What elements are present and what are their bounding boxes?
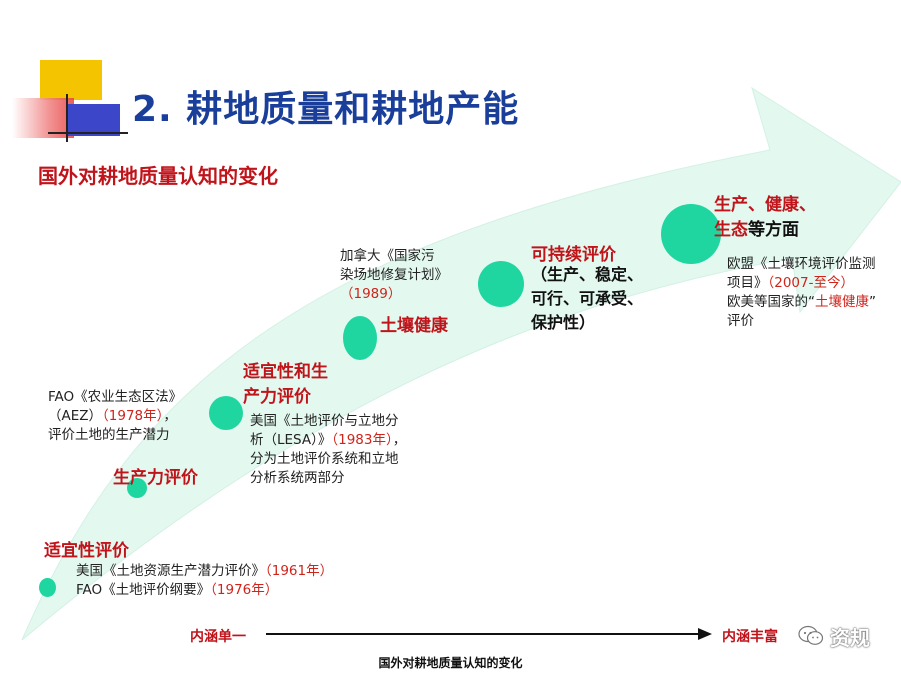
stage-5-detail: （生产、稳定、 可行、可承受、 保护性） [531,265,644,332]
figure-caption: 国外对耕地质量认知的变化 [378,656,523,670]
stage-2-notes: FAO《农业生态区法》 （AEZ）（1978年）， 评价土地的生产潜力 [48,389,183,443]
watermark: 资规 [798,622,870,650]
subtitle: 国外对耕地质量认知的变化 [38,164,278,188]
watermark-text: 资规 [830,625,870,650]
stage-6-heading: 生产、健康、 生态等方面 [714,195,816,240]
stage-4-notes: 加拿大《国家污 染场地修复计划》 （1989） [340,248,448,302]
stage-3-notes: 美国《土地评价与立地分 析（LESA）》（1983年）， 分为土地评价系统和立地… [250,413,407,486]
stage-2-heading: 生产力评价 [113,468,198,488]
stage-5-heading: 可持续评价 [531,245,616,265]
page-title: 2. 耕地质量和耕地产能 [132,89,520,130]
stage-1-notes: 美国《土地资源生产潜力评价》（1961年） FAO《土地评价纲要》（1976年） [76,563,334,598]
stage-dot-4 [343,316,377,360]
stage-dot-5 [478,261,524,307]
stage-dot-3 [209,396,243,430]
decor-squares [0,60,140,142]
stage-4-heading: 土壤健康 [380,316,448,336]
stage-dot-2 [127,478,147,498]
stage-dot-1 [39,578,56,597]
wechat-icon [798,625,824,645]
stage-6-notes: 欧盟《土壤环境评价监测 项目》（2007-至今） 欧美等国家的“土壤健康” 评价 [727,256,876,329]
axis-left-label: 内涵单一 [190,629,246,645]
axis-right-label: 内涵丰富 [722,629,778,645]
axis-arrow [266,628,712,640]
stage-3-heading: 适宜性和生 产力评价 [243,362,328,407]
stage-dot-6 [661,204,721,264]
stage-1-heading: 适宜性评价 [44,541,129,561]
